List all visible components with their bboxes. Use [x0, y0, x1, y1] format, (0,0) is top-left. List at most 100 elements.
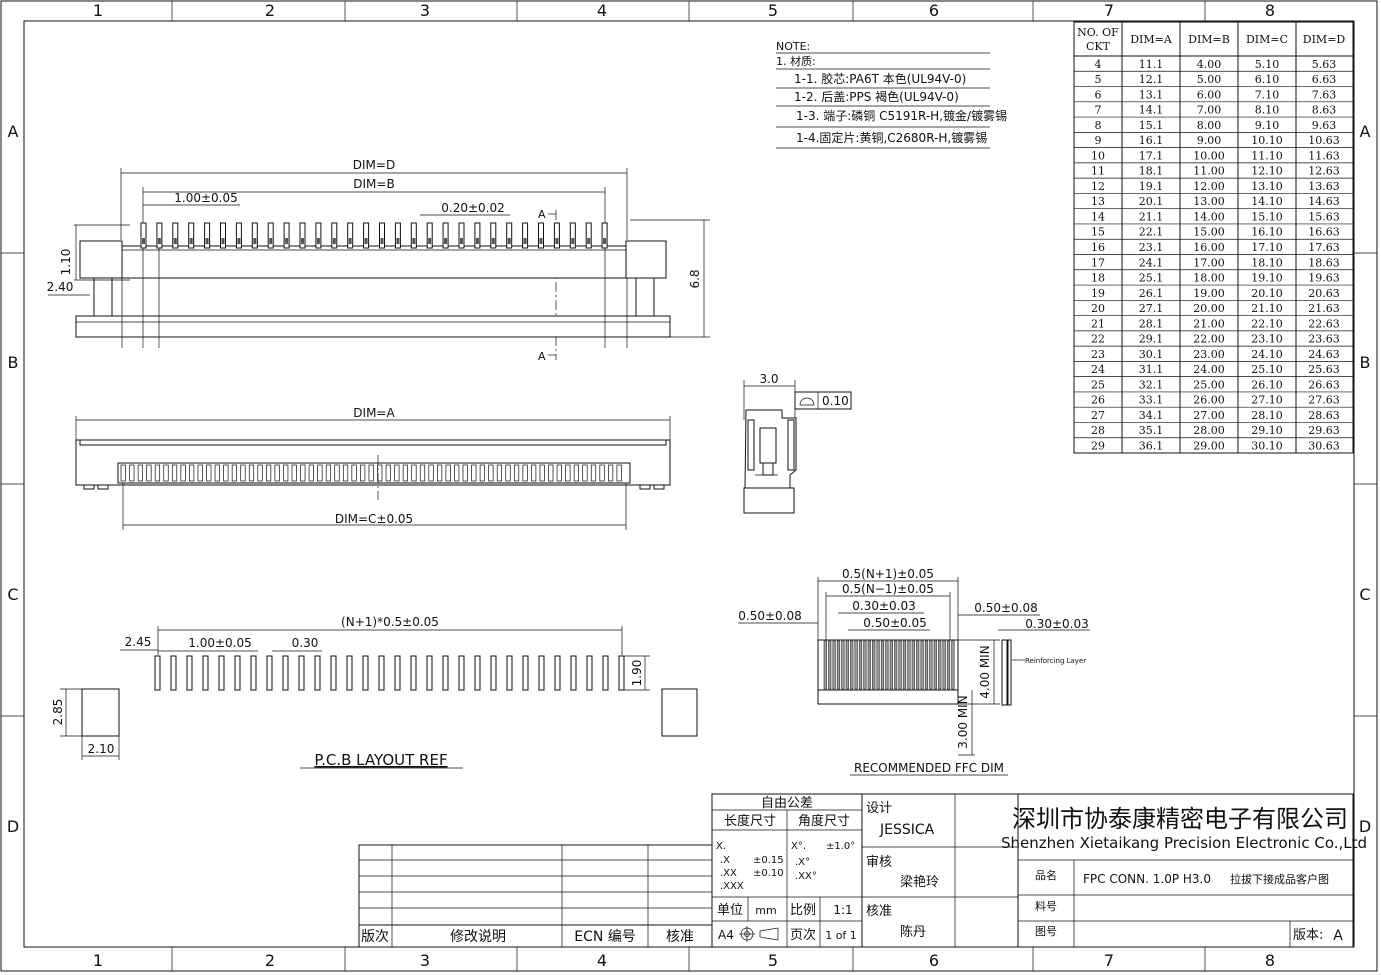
- ffc-finger: [920, 640, 924, 690]
- table-cell: 13.63: [1308, 180, 1340, 193]
- table-cell: 33.1: [1139, 394, 1164, 407]
- company-cn: 深圳市协泰康精密电子有限公司: [1012, 805, 1348, 833]
- terminal-pin: [251, 222, 258, 249]
- terminal-tip: [412, 238, 416, 244]
- table-cell: 5.63: [1312, 58, 1337, 71]
- terminal-pin: [474, 222, 481, 249]
- table-cell: 26: [1091, 394, 1105, 407]
- notes-heading: NOTE:: [776, 40, 810, 53]
- scale-value: 1:1: [833, 903, 852, 917]
- table-cell: 10: [1091, 149, 1105, 162]
- front-pin: [283, 464, 289, 482]
- terminal-tip: [587, 238, 591, 244]
- terminal-tip: [332, 238, 336, 244]
- front-pin: [394, 464, 400, 482]
- table-cell: 23.63: [1308, 333, 1340, 346]
- table-cell: 29.00: [1193, 440, 1225, 453]
- pcb-pad: [522, 655, 529, 691]
- pcb-pad: [410, 655, 417, 691]
- ffc-finger: [898, 640, 902, 690]
- table-cell: 28.00: [1193, 424, 1225, 437]
- pcb-pad: [186, 655, 193, 691]
- terminal-pin: [331, 222, 338, 249]
- designer-name: JESSICA: [879, 822, 935, 838]
- terminal-pin: [379, 222, 385, 249]
- terminal-pin: [235, 222, 242, 249]
- col-label: 2: [265, 1, 275, 20]
- checker-name: 梁艳玲: [900, 874, 939, 890]
- ang-row: .X°: [795, 857, 810, 868]
- front-pin: [496, 464, 503, 482]
- table-cell: 21.63: [1308, 302, 1340, 315]
- table-cell: 27: [1091, 409, 1105, 422]
- rev-col-version: 版次: [361, 929, 389, 945]
- front-pin: [411, 464, 417, 482]
- pcb-pad-length-label: 1.90: [630, 660, 644, 687]
- pcb-pad: [266, 655, 273, 691]
- table-cell: 13.10: [1251, 180, 1283, 193]
- table-cell: 23.1: [1139, 241, 1164, 254]
- table-cell: 18.00: [1193, 272, 1225, 285]
- ffc-finger: [867, 640, 871, 690]
- table-cell: 5.00: [1197, 73, 1222, 86]
- table-cell: 13: [1091, 195, 1105, 208]
- table-cell: 12.63: [1308, 165, 1340, 178]
- table-cell: 24.63: [1308, 348, 1340, 361]
- front-pin: [454, 464, 460, 482]
- col-label: 1: [93, 1, 103, 20]
- version-label: 版本:: [1293, 928, 1323, 943]
- note-line: 1-3. 端子:磷铜 C5191R-H,镀金/镀雾锡: [796, 108, 1007, 123]
- ffc-finger: [924, 640, 929, 690]
- table-cell: 23.10: [1251, 333, 1283, 346]
- table-header: CKT: [1086, 40, 1111, 53]
- lin-val: ±0.10: [753, 868, 784, 879]
- table-cell: 25: [1091, 378, 1105, 391]
- front-pin: [291, 464, 297, 482]
- ang-row: X°.: [791, 841, 806, 852]
- table-cell: 15.1: [1139, 119, 1164, 132]
- front-pin: [616, 464, 622, 482]
- table-cell: 12: [1091, 180, 1105, 193]
- table-cell: 15: [1091, 226, 1105, 239]
- approver-name: 陈丹: [900, 924, 926, 940]
- terminal-tip: [142, 238, 145, 244]
- terminal-pin: [363, 222, 370, 249]
- pcb-title: P.C.B LAYOUT REF: [314, 751, 447, 769]
- table-cell: 30.63: [1308, 440, 1340, 453]
- terminal-tip: [603, 238, 607, 244]
- terminal-pin: [315, 222, 322, 249]
- table-cell: 15.63: [1308, 210, 1340, 223]
- notes-block: NOTE: 1. 材质: 1-1. 胶芯:PA6T 本色(UL94V-0) 1-…: [776, 40, 1007, 149]
- terminal-tip: [301, 238, 304, 244]
- top-view: DIM=D DIM=B 1.00±0.05 0.20±0.02 A A 1.10: [47, 158, 710, 363]
- front-pin: [180, 464, 186, 482]
- ffc-finger: [863, 640, 867, 690]
- table-cell: 26.1: [1139, 287, 1164, 300]
- front-pin: [266, 464, 272, 482]
- table-cell: 9.00: [1197, 134, 1222, 147]
- table-cell: 11.1: [1139, 58, 1164, 71]
- table-cell: 6.63: [1312, 73, 1337, 86]
- front-pin: [334, 464, 340, 482]
- front-pin: [556, 464, 562, 482]
- terminal-pin: [267, 222, 274, 249]
- front-pin: [582, 464, 588, 482]
- table-cell: 19: [1091, 287, 1105, 300]
- scale-label: 比例: [790, 903, 816, 918]
- dim-b-label: DIM=B: [353, 177, 394, 191]
- table-cell: 20.1: [1139, 195, 1164, 208]
- table-cell: 31.1: [1139, 363, 1164, 376]
- rev-col-ecn: ECN 编号: [574, 929, 636, 945]
- pcb-pad: [298, 655, 305, 691]
- terminal-tip: [205, 238, 209, 244]
- front-pin: [445, 464, 451, 482]
- terminal-pin: [347, 222, 354, 249]
- material-label: 料号: [1035, 899, 1057, 913]
- table-cell: 22.10: [1251, 317, 1283, 330]
- front-pin: [231, 464, 237, 482]
- terminal-tip: [285, 238, 289, 244]
- table-cell: 19.10: [1251, 272, 1283, 285]
- table-cell: 19.1: [1139, 180, 1164, 193]
- pcb-pad: [378, 655, 385, 691]
- table-cell: 12.10: [1251, 165, 1283, 178]
